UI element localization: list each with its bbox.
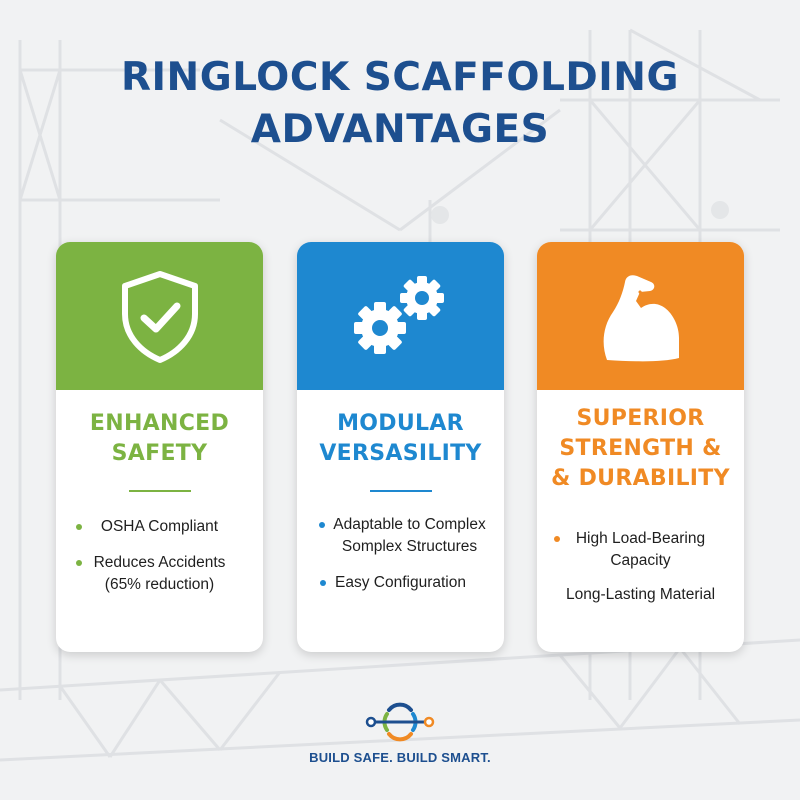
bullet-item: Reduces Accidents (65% reduction)	[56, 552, 263, 596]
bullet-dot	[320, 580, 326, 586]
bullet-text-line-1: Adaptable to Complex	[333, 516, 486, 533]
bullet-text: Easy Configuration	[335, 574, 466, 591]
page-title-line-1: RINGLOCK SCAFFOLDING	[121, 55, 679, 100]
card-heading-line-3: & DURABILITY	[551, 466, 730, 491]
bullet-item: OSHA Compliant	[56, 516, 263, 538]
card-superior-strength: SUPERIOR STRENGTH & & DURABILITY High Lo…	[537, 242, 744, 652]
bullet-text-line-1: Reduces Accidents	[93, 554, 226, 571]
bullet-text-line-1: High Load-Bearing	[575, 530, 706, 547]
bullet-list: Adaptable to Complex Somplex Structures …	[297, 514, 504, 594]
bullet-text-line-2: Capacity	[610, 552, 671, 569]
page-title-line-2: ADVANTAGES	[250, 107, 550, 152]
footer: BUILD SAFE. BUILD SMART.	[0, 700, 800, 765]
bullet-dot	[554, 536, 560, 542]
card-heading-line-2: STRENGTH &	[559, 436, 722, 461]
card-heading-line-2: VERSASILITY	[319, 441, 482, 466]
bullet-dot	[76, 560, 82, 566]
ringlock-connector-logo-icon	[365, 702, 435, 742]
gears-icon	[353, 276, 444, 354]
card-heading: MODULAR VERSASILITY	[297, 409, 504, 469]
bullet-list: OSHA Compliant Reduces Accidents (65% re…	[56, 516, 263, 596]
card-enhanced-safety: ENHANCED SAFETY OSHA Compliant Reduces A…	[56, 242, 263, 652]
card-header-blue	[297, 242, 504, 390]
page-title: RINGLOCK SCAFFOLDING ADVANTAGES	[0, 52, 800, 156]
card-heading: ENHANCED SAFETY	[56, 409, 263, 469]
bullet-text-line-2: Somplex Structures	[341, 538, 478, 555]
card-heading-line-1: SUPERIOR	[576, 406, 705, 431]
bullet-item: Long-Lasting Material	[537, 584, 744, 606]
bullet-text: OSHA Compliant	[100, 518, 219, 535]
card-header-green	[56, 242, 263, 390]
flexed-arm-icon	[603, 275, 679, 362]
bullet-dot	[76, 524, 82, 530]
bullet-text-line-2: (65% reduction)	[104, 576, 215, 593]
bullet-dot	[319, 522, 325, 528]
card-header-orange	[537, 242, 744, 390]
tagline: BUILD SAFE. BUILD SMART.	[309, 750, 491, 765]
bullet-item: High Load-Bearing Capacity	[537, 528, 744, 572]
card-heading: SUPERIOR STRENGTH & & DURABILITY	[537, 404, 744, 494]
bullet-item: Easy Configuration	[297, 572, 504, 594]
card-heading-line-1: MODULAR	[337, 411, 464, 436]
card-divider	[369, 490, 432, 492]
card-heading-line-2: SAFETY	[111, 441, 208, 466]
shield-check-icon	[121, 271, 198, 363]
card-modular-versatility: MODULAR VERSASILITY Adaptable to Complex…	[297, 242, 504, 652]
card-divider	[128, 490, 191, 492]
bullet-list: High Load-Bearing Capacity Long-Lasting …	[537, 528, 744, 606]
card-heading-line-1: ENHANCED	[89, 411, 230, 436]
bullet-item: Adaptable to Complex Somplex Structures	[297, 514, 504, 558]
bullet-text: Long-Lasting Material	[565, 586, 716, 603]
